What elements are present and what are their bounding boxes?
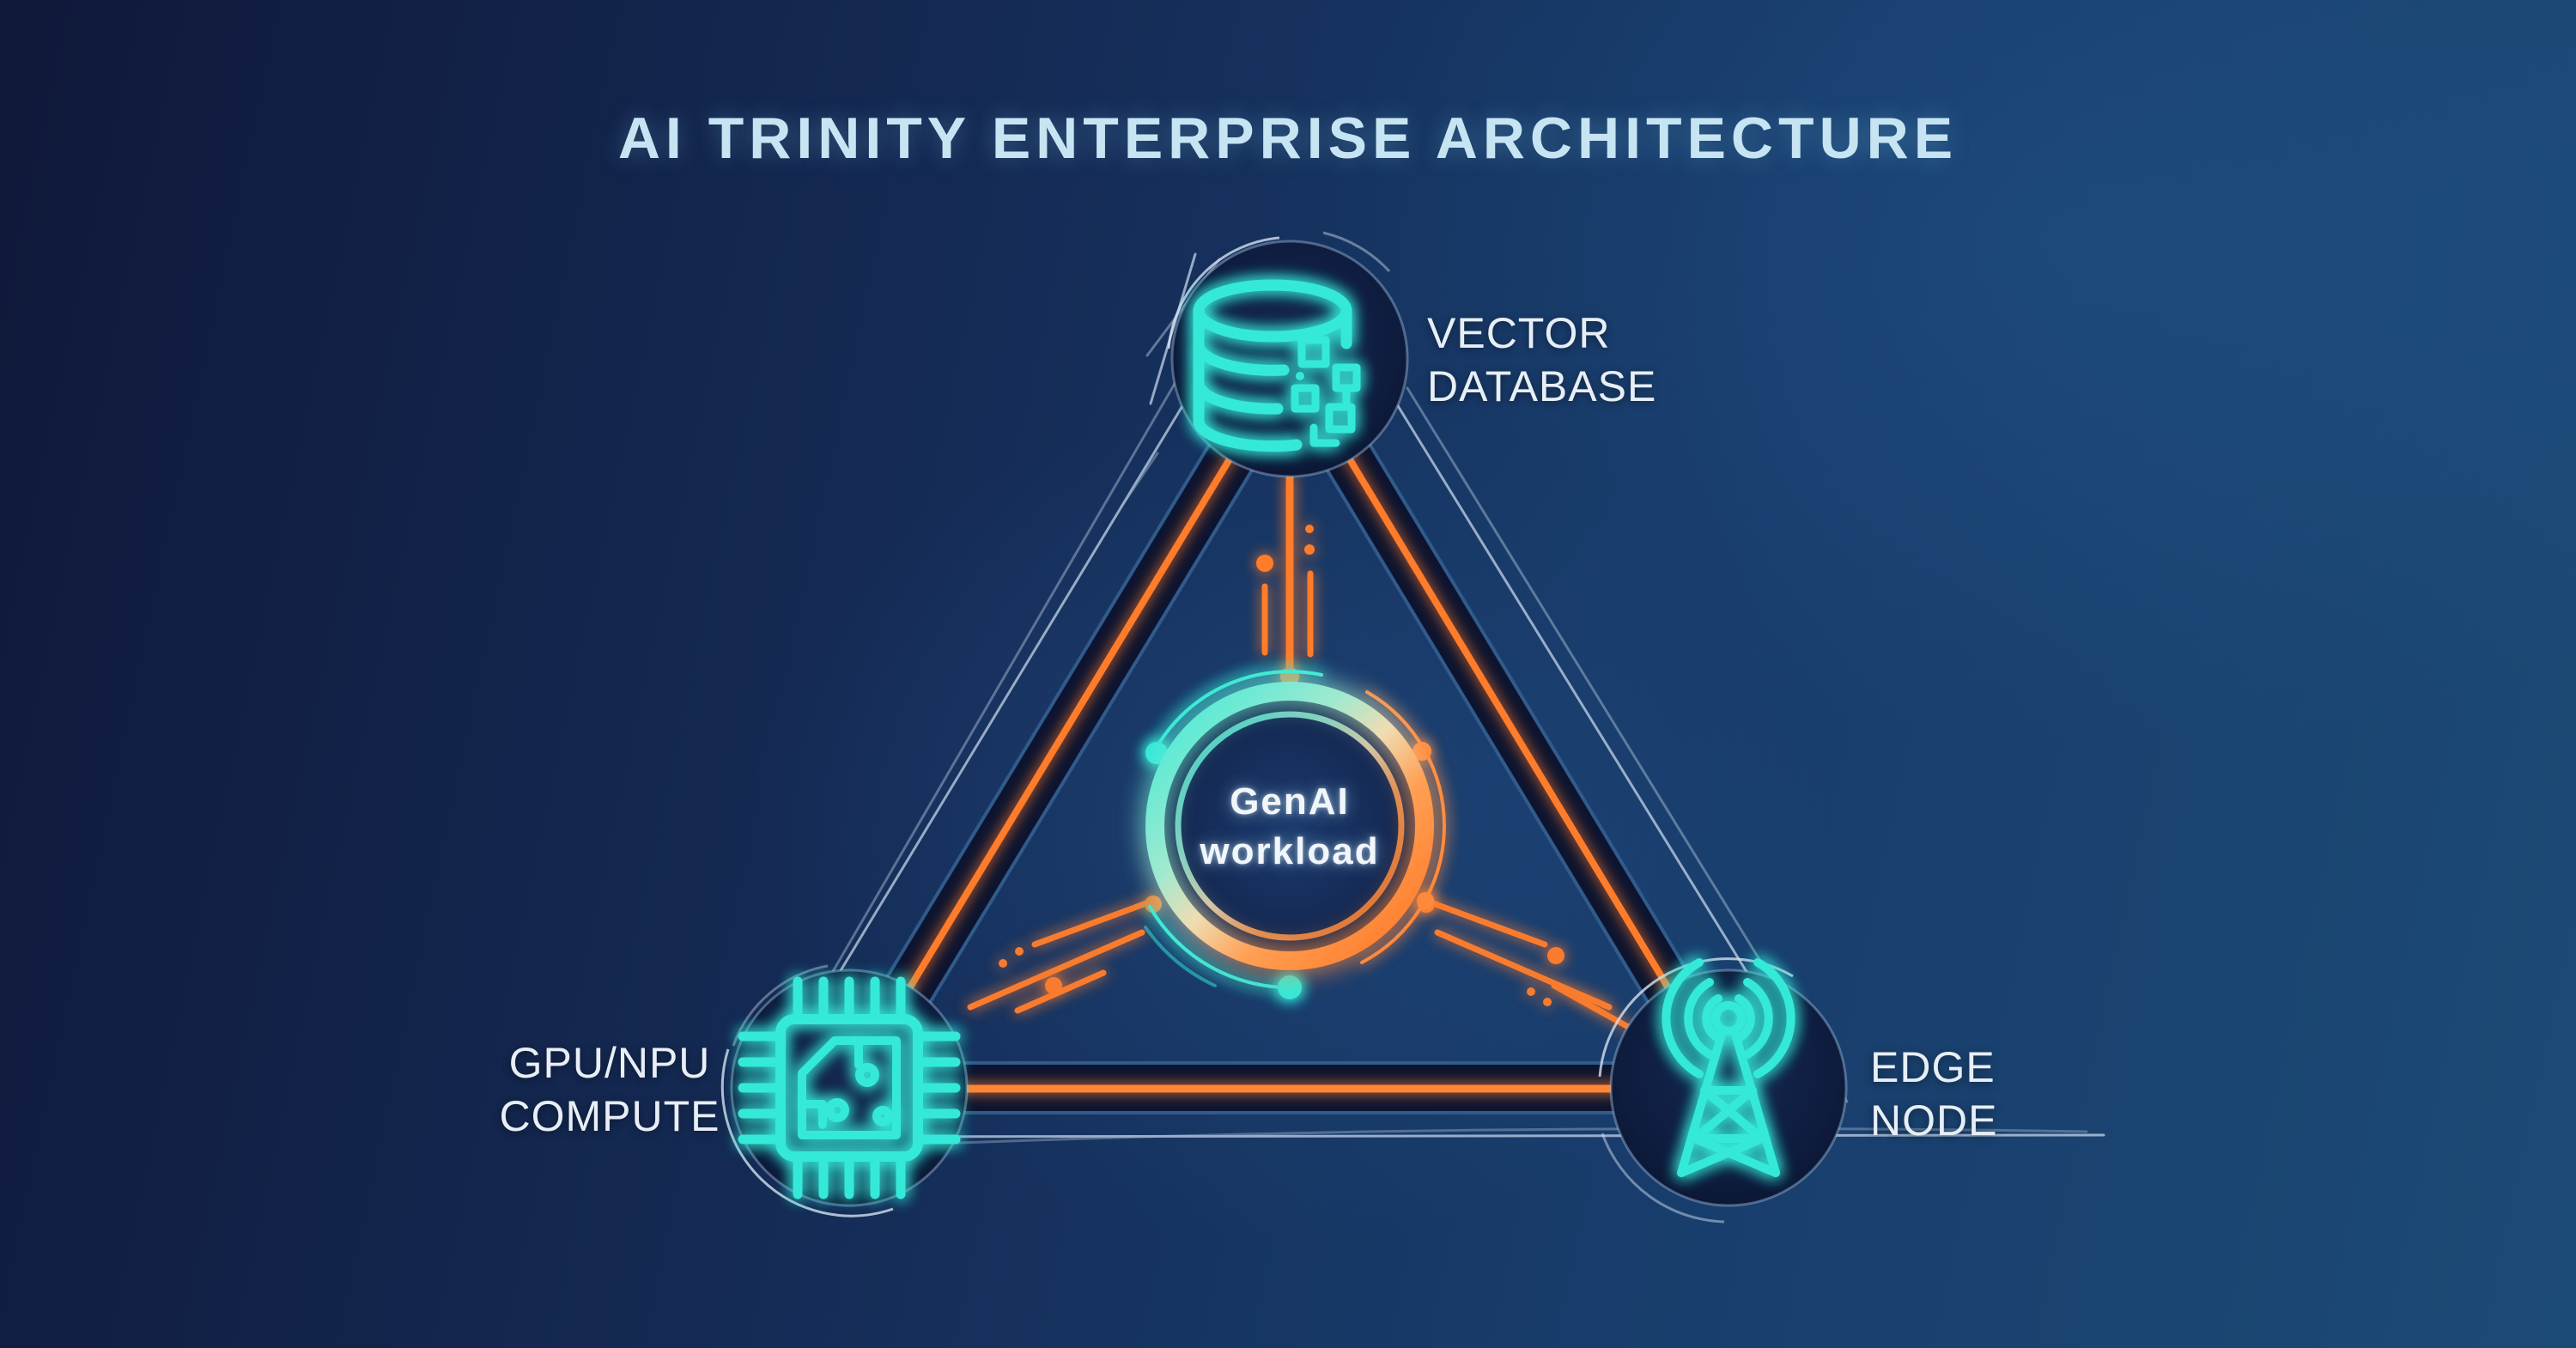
genai-ring <box>1142 678 1437 974</box>
database-icon <box>1193 279 1361 452</box>
gpu-npu-compute-label-line2: COMPUTE <box>499 1092 720 1140</box>
edge-node-label-line1: EDGE <box>1870 1043 1996 1091</box>
vector-database-label: VECTOR DATABASE <box>1427 307 1656 413</box>
chip-icon <box>738 976 961 1199</box>
gpu-npu-compute-label-line1: GPU/NPU <box>508 1039 711 1087</box>
vector-database-node <box>1167 231 1409 478</box>
node-circle <box>730 968 969 1207</box>
edge-data-links <box>845 356 1733 1093</box>
genai-workload-label-line1: GenAI <box>1230 780 1350 823</box>
vector-database-label-line2: DATABASE <box>1427 362 1657 410</box>
gpu-npu-compute-label: GPU/NPU COMPUTE <box>464 1036 756 1143</box>
gpu-npu-compute-node <box>720 964 969 1217</box>
node-sketch-arcs <box>720 964 894 1217</box>
vector-database-label-line1: VECTOR <box>1427 309 1611 357</box>
edge-node-label: EDGE NODE <box>1870 1041 1997 1147</box>
edge-node-node <box>1598 957 1848 1224</box>
diagram-title: AI TRINITY ENTERPRISE ARCHITECTURE <box>617 106 1959 171</box>
triangle-edges <box>823 333 1755 1114</box>
antenna-icon <box>1662 958 1795 1177</box>
genai-workload-label: GenAI workload <box>1118 777 1461 877</box>
node-sketch-arcs <box>1167 231 1391 349</box>
genai-workload-label-line2: workload <box>1200 830 1380 872</box>
sketch-lines <box>747 252 2105 1147</box>
edge-node-label-line2: NODE <box>1870 1096 1998 1145</box>
